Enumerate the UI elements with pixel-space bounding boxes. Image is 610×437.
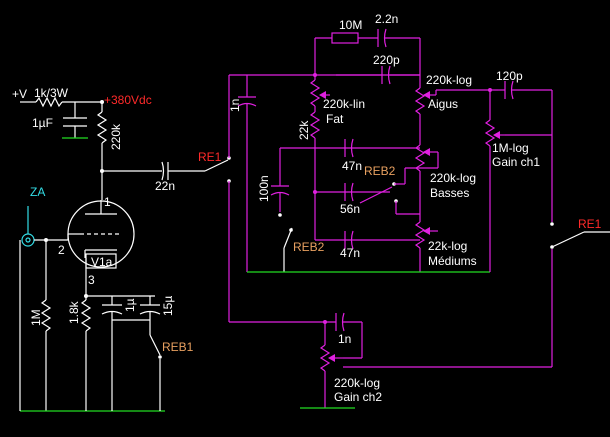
label-supply-cap: 1µF xyxy=(32,116,53,130)
label-10m: 10M xyxy=(339,18,362,32)
label-supply-node: +V xyxy=(12,87,27,101)
label-input: ZA xyxy=(30,185,45,199)
label-gain2: Gain ch2 xyxy=(334,390,382,404)
label-gain2-pot: 220k-log xyxy=(334,376,380,390)
label-cathode-res: 1.8k xyxy=(67,300,81,324)
label-gain1-pot: 1M-log xyxy=(492,141,529,155)
label-pin-3: 3 xyxy=(88,273,95,287)
tone-stack xyxy=(228,28,610,409)
label-reb1: REB1 xyxy=(162,340,194,354)
label-reb2-top: REB2 xyxy=(364,164,396,178)
labels: +V 1k/3W 1µF +380Vdc 220k 22n ZA 2 1 3 V… xyxy=(12,12,602,404)
label-re1-left: RE1 xyxy=(198,150,222,164)
label-mediums: Médiums xyxy=(428,254,477,268)
label-1n-bottom: 1n xyxy=(338,332,351,346)
tube-v1a xyxy=(67,200,135,275)
label-grid-res: 1M xyxy=(29,309,43,326)
label-cathode-cap2: 15µ xyxy=(161,296,175,316)
label-tube-name: V1a xyxy=(91,255,113,269)
label-120p: 120p xyxy=(496,69,523,83)
label-coupling-cap: 22n xyxy=(155,179,175,193)
label-re1-right: RE1 xyxy=(578,217,602,231)
label-fat-res: 22k xyxy=(297,120,311,140)
label-220p: 220p xyxy=(373,53,400,67)
label-gain1: Gain ch1 xyxy=(492,155,540,169)
label-aigus: Aigus xyxy=(428,97,458,111)
label-47n-bottom: 47n xyxy=(340,246,360,260)
supply-section xyxy=(20,96,231,200)
label-basses: Basses xyxy=(430,186,469,200)
label-basses-pot: 220k-log xyxy=(430,171,476,185)
input-section xyxy=(19,206,165,412)
label-fat: Fat xyxy=(326,112,344,126)
label-fat-pot: 220k-lin xyxy=(323,97,365,111)
label-cathode-cap1: 1µ xyxy=(123,298,137,312)
label-bright-cap: 1n xyxy=(228,99,242,112)
label-mediums-pot: 22k-log xyxy=(428,239,467,253)
label-fat-cap: 100n xyxy=(257,175,271,202)
label-aigus-pot: 220k-log xyxy=(426,73,472,87)
label-supply-res: 1k/3W xyxy=(34,86,69,100)
label-pin-1: 1 xyxy=(104,195,111,209)
label-pin-2: 2 xyxy=(58,243,65,257)
label-supply-voltage: +380Vdc xyxy=(104,93,152,107)
label-47n-top: 47n xyxy=(342,159,362,173)
label-reb2-bottom: REB2 xyxy=(293,240,325,254)
label-56n: 56n xyxy=(340,202,360,216)
label-plate-res: 220k xyxy=(109,123,123,150)
label-2-2n: 2.2n xyxy=(375,12,398,26)
